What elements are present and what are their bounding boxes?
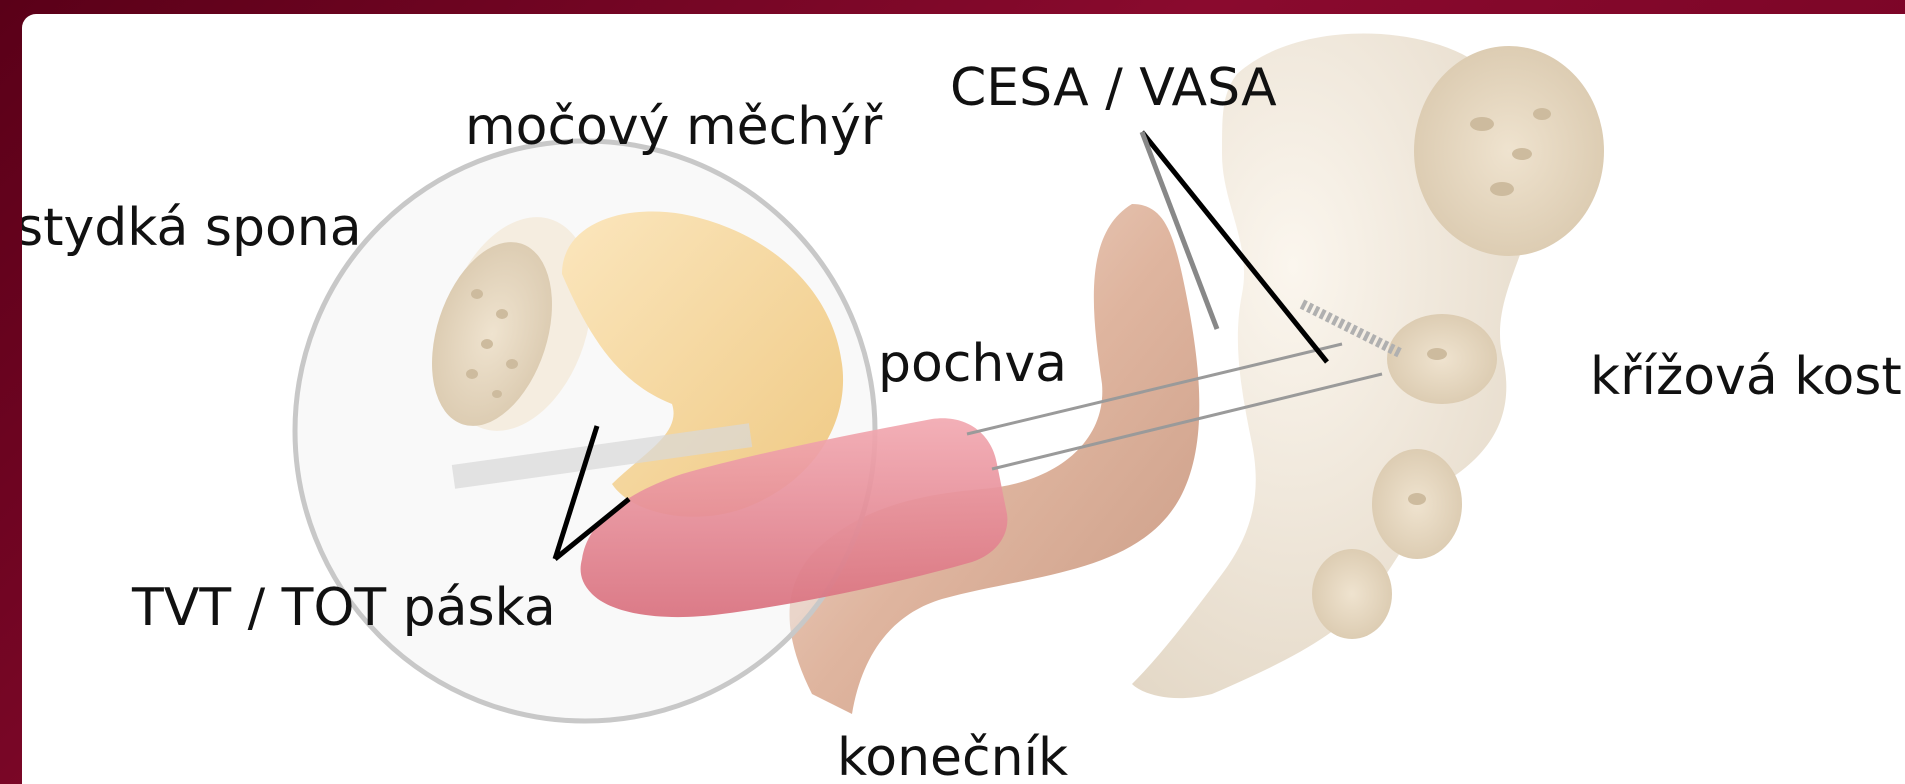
pubic-symphysis-label: stydká spona <box>22 202 362 254</box>
coccyx-section <box>1312 549 1392 639</box>
vagina-label: pochva <box>878 338 1067 390</box>
sling-label: TVT / TOT páska <box>132 582 556 634</box>
sacrum-label: křížová kost <box>1590 351 1902 403</box>
diagram-panel: CESA / VASA močový měchýř stydká spona p… <box>22 14 1905 784</box>
sacrum-section <box>1414 46 1604 256</box>
rectum-label: konečník <box>837 732 1068 784</box>
cesa-vasa-label: CESA / VASA <box>950 62 1277 114</box>
bladder-label: močový měchýř <box>465 101 882 153</box>
